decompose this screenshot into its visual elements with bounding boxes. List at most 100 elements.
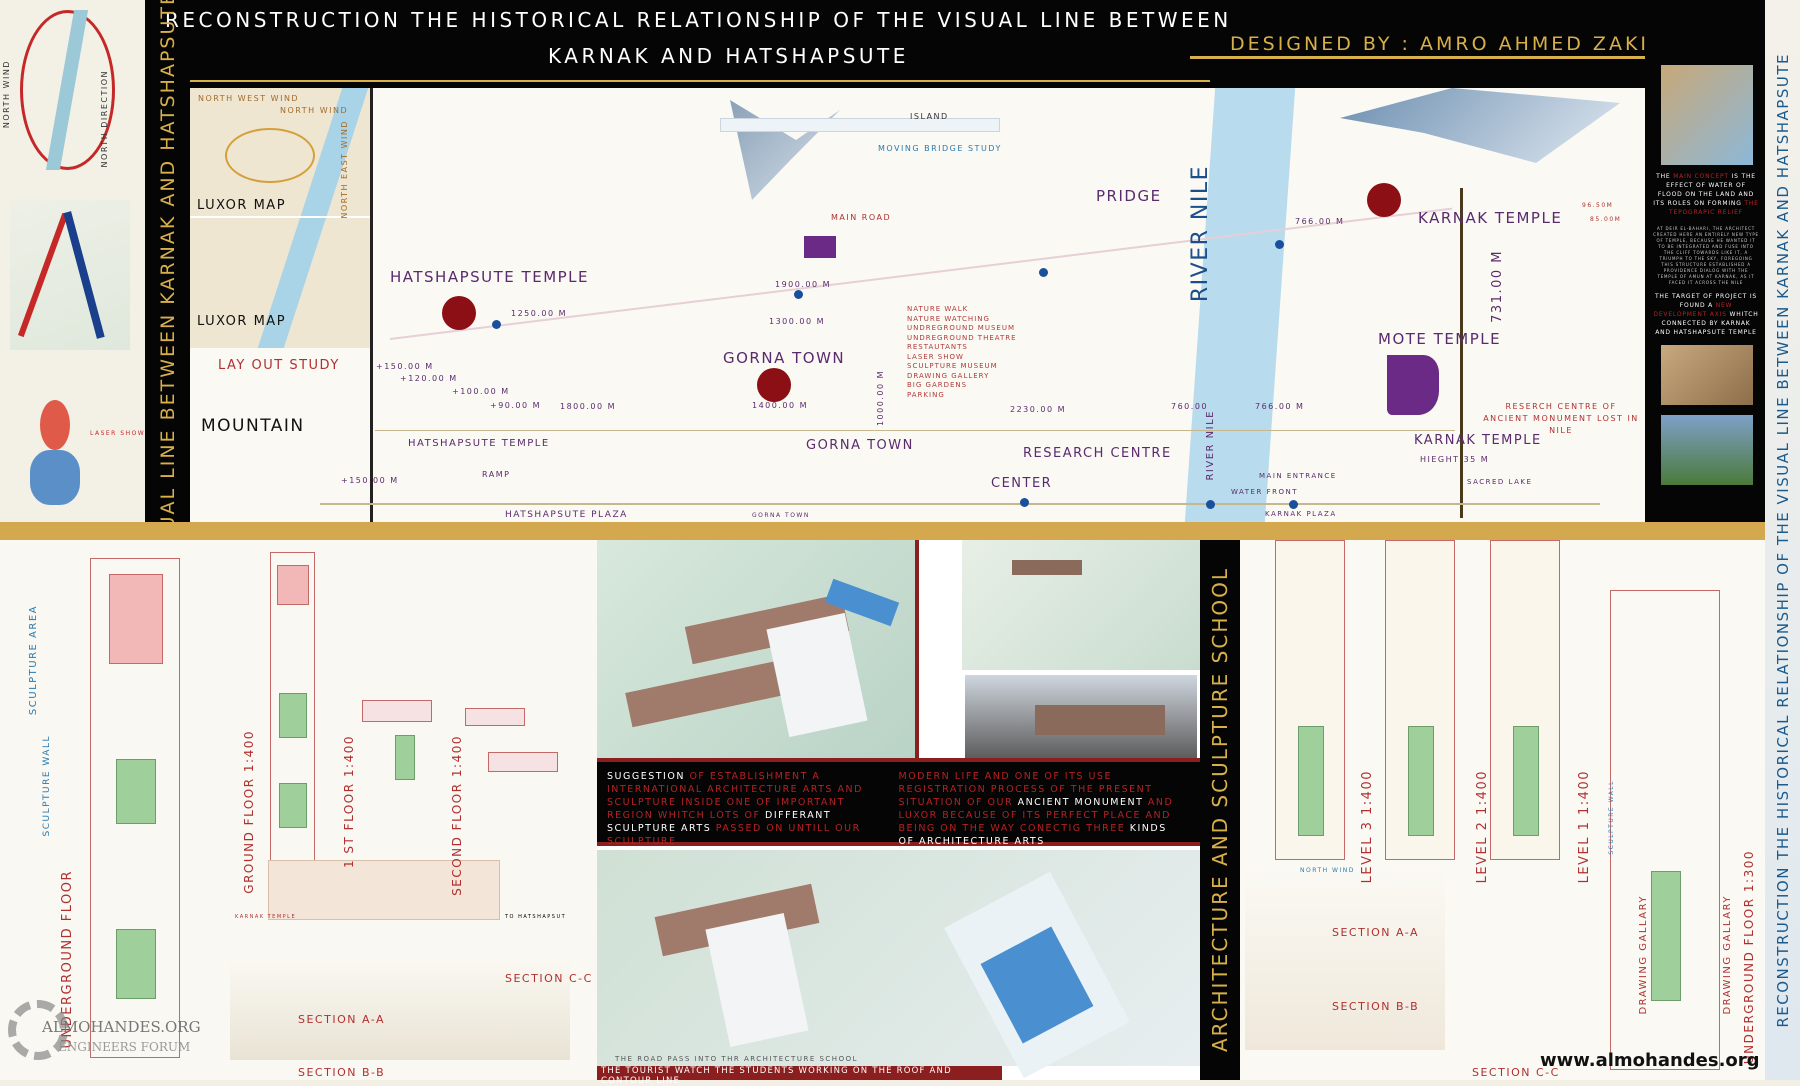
layout-study-label: LAY OUT STUDY xyxy=(218,358,340,373)
plan-scale: 1:400 xyxy=(242,730,256,773)
drawing-gallary-label: DRAWING GALLARY xyxy=(1638,895,1649,1015)
program-item: NATURE WATCHING xyxy=(907,314,990,323)
luxor-maps xyxy=(190,88,370,348)
text-run: MAIN CONCEPT xyxy=(1673,173,1729,180)
plan-title: UNDERGROUND FLOOR xyxy=(1742,897,1756,1065)
distance-label: 760.00 xyxy=(1171,402,1208,411)
ground-floor-label: GROUND FLOOR 1:400 xyxy=(242,730,256,894)
poster-header xyxy=(145,0,1765,88)
perspective-render xyxy=(965,675,1197,760)
plan-scale: 1:400 xyxy=(342,735,356,778)
text-run: SUGGESTION xyxy=(607,771,690,782)
level-scale: 1:400 xyxy=(1577,770,1592,815)
nile-valley-photo xyxy=(1661,415,1753,485)
divider xyxy=(1460,188,1463,518)
right-vertical-title-text: RECONSTRUCTION THE HISTORICAL RELATIONSH… xyxy=(1773,52,1792,1028)
text-run: THE TEPOGRAPIC RELIEF xyxy=(1669,200,1759,216)
section-cc-label: SECTION C-C xyxy=(505,972,593,985)
forum-logo-text: ALMOHANDES.ORG xyxy=(42,1018,201,1036)
first-floor-plan xyxy=(362,700,432,722)
gorna-town-marker xyxy=(757,368,791,402)
aerial-render-1 xyxy=(597,540,915,758)
level1-label: LEVEL 1 1:400 xyxy=(1577,770,1592,883)
sacred-lake-label: SACRED LAKE xyxy=(1467,478,1533,486)
distance-label: 1900.00 M xyxy=(775,280,832,289)
north-direction-label: NORTH DIRECTION xyxy=(100,70,109,168)
concept-text-right: MODERN LIFE AND ONE OF ITS USE REGISTRAT… xyxy=(899,770,1191,847)
text-run: KINDS OF ARCHITECTURE ARTS xyxy=(898,823,1167,847)
designer-credit: DESIGNED BY : AMRO AHMED ZAKI xyxy=(1230,33,1650,55)
river-nile-label: RIVER NILE xyxy=(1188,165,1213,303)
elevation-label: +150.00 M xyxy=(376,362,434,371)
program-item: PARKING xyxy=(907,390,945,399)
master-plan-panel xyxy=(190,88,1645,522)
section-aa-label: SECTION A-A xyxy=(1332,926,1419,939)
sections-diagram xyxy=(1245,870,1445,1050)
axis-point xyxy=(492,320,501,329)
flow-sketch xyxy=(10,200,130,350)
hatshapsute-plaza-label: HATSHAPSUTE PLAZA xyxy=(505,510,628,520)
road-caption: THE ROAD PASS INTO THR ARCHITECTURE SCHO… xyxy=(615,1055,858,1063)
island-label: ISLAND xyxy=(910,112,949,121)
text-run: THE TARGET OF PROJECT IS FOUND A xyxy=(1654,293,1758,309)
sculpture-area-label: SCULPTURE AREA xyxy=(28,605,39,716)
level1-plan xyxy=(1490,540,1560,860)
text-run: THREE xyxy=(1086,823,1130,834)
river-nile-section-label: RIVER NILE xyxy=(1205,410,1216,481)
underground-floor-plan xyxy=(1610,590,1720,1070)
concept-text-box: SUGGESTION OF ESTABLISHMENT A INTERNATIO… xyxy=(597,758,1200,847)
program-item: LASER SHOW xyxy=(907,352,964,361)
detail-text: AT DEIR EL-BAHARI, THE ARCHITECT CREATED… xyxy=(1653,226,1759,285)
info-column: THE MAIN CONCEPT IS THE EFFECT OF WATER … xyxy=(1645,0,1765,522)
second-floor-label: SECOND FLOOR 1:400 xyxy=(450,735,464,896)
laser-show-label: LASER SHOW xyxy=(90,430,146,437)
section-bb-label: SECTION B-B xyxy=(1332,1000,1420,1013)
poster-title-line2: KARNAK AND HATSHAPSUTE xyxy=(548,44,909,68)
mountain-label: MOUNTAIN xyxy=(201,416,305,436)
ground-floor-plan xyxy=(270,552,315,872)
karnak-plaza-label: KARNAK PLAZA xyxy=(1265,510,1337,518)
building-block xyxy=(804,236,836,258)
height-label: 85.00M xyxy=(1590,216,1622,223)
gorna-town-label: GORNA TOWN xyxy=(723,349,846,367)
north-wind-label: NORTH WIND xyxy=(280,106,349,115)
sculpture-wall-label: SCULPTURE WALL xyxy=(42,735,52,837)
gorna-town-small-label: GORNA TOWN xyxy=(752,512,810,519)
aerial-render-3 xyxy=(597,850,1200,1079)
distance-label: 1800.00 M xyxy=(560,402,617,411)
study-area-ellipse xyxy=(225,128,315,183)
sections-drawing xyxy=(230,960,570,1060)
watermark-url[interactable]: www.almohandes.org xyxy=(1540,1050,1760,1071)
nile-on-map xyxy=(257,88,369,348)
distance-label: 1250.00 M xyxy=(511,309,568,318)
underground-plan xyxy=(90,558,180,1058)
main-road-label: MAIN ROAD xyxy=(831,213,892,222)
zone-shape xyxy=(30,450,80,505)
aerial-render-2 xyxy=(962,540,1200,670)
second-floor-plan xyxy=(465,708,525,726)
height-label: HIEGHT 35 M xyxy=(1420,455,1490,464)
program-list: NATURE WALK NATURE WATCHING UNDREGROUND … xyxy=(907,305,1017,400)
distance-label: 1400.00 M xyxy=(752,401,809,410)
center-label: CENTER xyxy=(991,476,1053,491)
luxor-map-label: LUXOR MAP xyxy=(197,198,287,213)
text-run: DIFFERANT SCULPTURE ARTS xyxy=(607,810,832,834)
elevation-label: +150.00 M xyxy=(341,476,399,485)
axis-point xyxy=(1039,268,1048,277)
first-floor-label: 1 ST FLOOR 1:400 xyxy=(342,735,356,868)
program-item: NATURE WALK xyxy=(907,305,969,313)
section-aa-label: SECTION A-A xyxy=(298,1013,385,1026)
river-point xyxy=(1206,500,1215,509)
elevation-label: +100.00 M xyxy=(452,387,510,396)
text-run: WHITCH CONNECTED BY KARNAK AND HATSHAPSU… xyxy=(1655,311,1759,336)
distance-label: 1300.00 M xyxy=(769,317,826,326)
elevation-label: +90.00 M xyxy=(490,401,542,410)
section-label: HATSHAPSUTE TEMPLE xyxy=(408,438,550,449)
text-run: NEW DEVELOPMENT AXIS xyxy=(1653,302,1733,318)
level-title: LEVEL 1 xyxy=(1577,820,1592,884)
north-west-wind-label: NORTH WEST WIND xyxy=(198,94,300,103)
karnak-temple-label: KARNAK TEMPLE xyxy=(1418,209,1563,227)
site-plan xyxy=(268,860,500,920)
distance-label: 1000.00 M xyxy=(876,370,885,427)
center-point xyxy=(1020,498,1029,507)
